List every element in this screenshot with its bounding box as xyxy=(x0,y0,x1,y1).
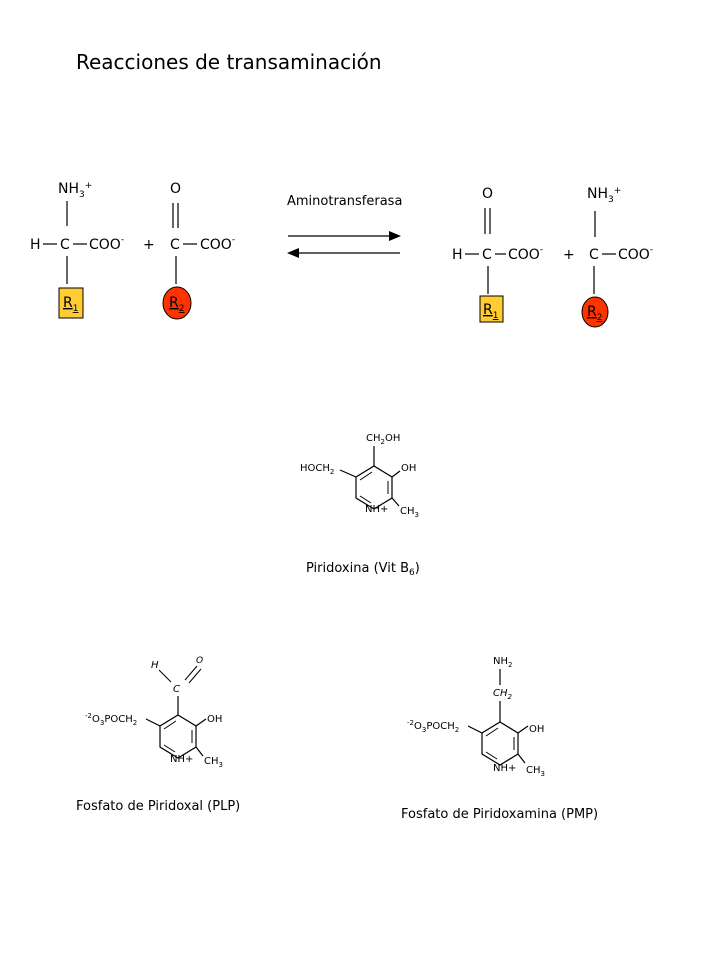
pyridine-ring xyxy=(355,465,393,510)
phosphate-group: -2O3POCH2 xyxy=(85,712,137,727)
r1-label: R1 xyxy=(483,302,498,321)
h-atom: H xyxy=(30,237,41,253)
nh-plus: NH+ xyxy=(170,754,193,765)
r2-ellipse xyxy=(162,286,192,320)
double-bond-b xyxy=(188,668,202,684)
coo-group: COO- xyxy=(89,235,124,253)
r1-label: R1 xyxy=(63,295,78,314)
r2-label: R2 xyxy=(587,304,602,323)
plp-structure: H O C -2O3POCH2 OH NH+ CH3 Fosfato de Pi… xyxy=(76,656,240,814)
h-atom: H xyxy=(452,247,463,263)
ring-double-bond-1 xyxy=(485,727,499,737)
nh3-group: NH3+ xyxy=(58,181,92,200)
reaction-scheme: NH3+ H C COO- R1 + O C COO- R2 Aminotra xyxy=(30,181,653,328)
bond-ch3 xyxy=(391,497,400,507)
pyridine-ring xyxy=(481,721,519,766)
bond-hoch2 xyxy=(339,469,357,478)
bond-ch3 xyxy=(195,746,204,757)
r1-box xyxy=(58,287,84,319)
phosphate-group: -2O3POCH2 xyxy=(407,719,459,734)
ring-double-bond-3 xyxy=(485,751,498,760)
bond-phosphate xyxy=(467,725,483,734)
amino-acid-2: NH3+ C COO- R2 xyxy=(581,186,653,328)
bond-ch3 xyxy=(517,753,526,764)
nh3-group: NH3+ xyxy=(587,186,621,205)
nh-plus: NH+ xyxy=(493,763,516,774)
r2-ellipse xyxy=(581,296,609,328)
enzyme-label: Aminotransferasa xyxy=(287,194,402,209)
keto-acid-2: O C COO- R2 xyxy=(162,181,235,320)
pyridine-ring xyxy=(159,714,197,759)
pyridoxine-structure: CH2OH HOCH2 OH NH+ CH3 Piridoxina (Vit B… xyxy=(300,433,420,578)
forward-arrowhead xyxy=(389,231,401,241)
pmp-structure: NH2 CH2 -2O3POCH2 OH NH+ CH3 Fosfato de … xyxy=(401,656,598,822)
ch2oh-group: CH2OH xyxy=(366,433,400,446)
reverse-arrowhead xyxy=(287,248,299,258)
o-atom: O xyxy=(482,186,493,202)
nh2-group: NH2 xyxy=(493,656,512,669)
oh-group: OH xyxy=(207,714,222,725)
c-atom: C xyxy=(60,237,70,253)
r1-box xyxy=(479,295,504,323)
equilibrium-arrows: Aminotransferasa xyxy=(287,194,402,258)
ring-double-bond-3 xyxy=(163,744,176,753)
coo-group: COO- xyxy=(200,235,235,253)
ch3-group: CH3 xyxy=(526,765,545,778)
plus-sign: + xyxy=(563,247,575,263)
bond-h-c xyxy=(158,669,172,683)
aldehyde-c: C xyxy=(173,684,180,695)
c-atom: C xyxy=(589,247,599,263)
aldehyde-o: O xyxy=(196,656,203,666)
bond-phosphate xyxy=(145,718,161,727)
nh-plus: NH+ xyxy=(365,504,388,515)
bond-oh xyxy=(391,470,401,478)
page-title: Reacciones de transaminación xyxy=(76,50,382,74)
ring-double-bond-1 xyxy=(359,471,373,481)
c-atom: C xyxy=(170,237,180,253)
ring-double-bond-3 xyxy=(359,495,372,504)
plus-sign: + xyxy=(143,237,155,253)
pmp-caption: Fosfato de Piridoxamina (PMP) xyxy=(401,807,598,822)
o-atom: O xyxy=(170,181,181,197)
ring-double-bond-1 xyxy=(163,720,177,730)
keto-acid-1: O H C COO- R1 xyxy=(452,186,543,323)
plp-caption: Fosfato de Piridoxal (PLP) xyxy=(76,799,240,814)
oh-group: OH xyxy=(401,463,416,474)
hoch2-group: HOCH2 xyxy=(300,463,334,476)
c-atom: C xyxy=(482,247,492,263)
bond-oh xyxy=(517,725,529,734)
pyridoxine-caption: Piridoxina (Vit B6) xyxy=(306,561,420,578)
oh-group: OH xyxy=(529,724,544,735)
double-bond-a xyxy=(184,665,198,681)
aldehyde-h: H xyxy=(151,660,159,671)
amino-acid-1: NH3+ H C COO- R1 xyxy=(30,181,124,319)
coo-group: COO- xyxy=(508,245,543,263)
ch2-group: CH2 xyxy=(493,688,513,701)
ch3-group: CH3 xyxy=(204,756,223,769)
bond-oh xyxy=(195,718,207,727)
ch3-group: CH3 xyxy=(400,506,419,519)
coo-group: COO- xyxy=(618,245,653,263)
r2-label: R2 xyxy=(169,295,184,314)
